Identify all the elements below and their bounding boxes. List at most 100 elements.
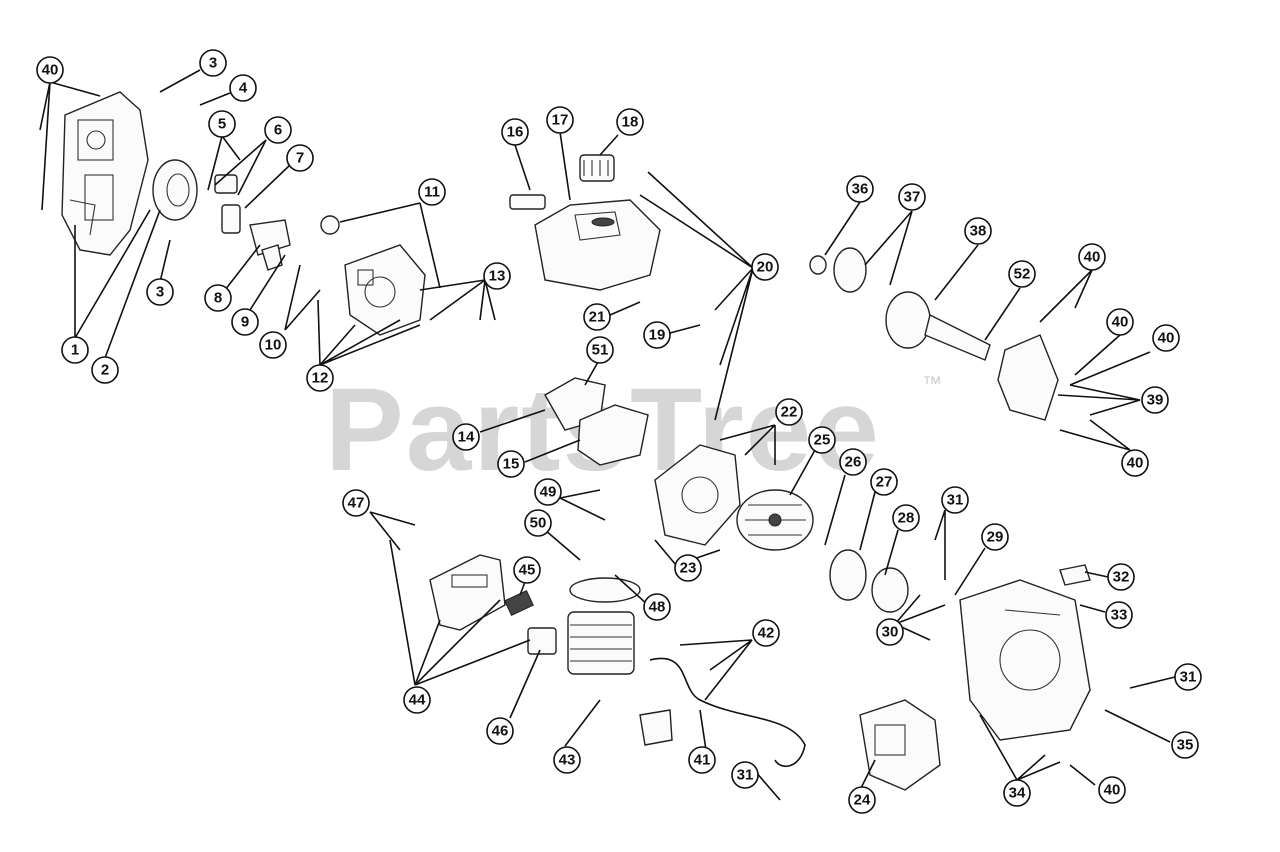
crankcase-cover-part xyxy=(654,444,741,546)
air-filter-parts xyxy=(544,377,649,466)
callout-49: 48 xyxy=(643,593,671,621)
callout-38: 38 xyxy=(964,217,992,245)
fuel-cap-part xyxy=(579,154,615,182)
svg-text:40: 40 xyxy=(1112,314,1129,331)
svg-text:8: 8 xyxy=(214,290,222,307)
callout-31-bottom: 31 xyxy=(731,761,759,789)
flywheel-part xyxy=(736,489,814,551)
svg-text:4: 4 xyxy=(239,80,248,97)
callout-41: 40 xyxy=(1106,308,1134,336)
svg-text:34: 34 xyxy=(1009,785,1026,802)
svg-text:6: 6 xyxy=(274,122,282,139)
callout-16: 16 xyxy=(501,118,529,146)
throttle-part xyxy=(152,159,198,221)
svg-text:35: 35 xyxy=(1177,737,1194,754)
svg-text:20: 20 xyxy=(757,259,774,276)
svg-text:31: 31 xyxy=(737,767,754,784)
svg-text:40: 40 xyxy=(42,62,59,79)
callout-40: 40 xyxy=(36,56,64,84)
callout-37: 37 xyxy=(898,183,926,211)
svg-text:41: 41 xyxy=(694,752,711,769)
callout-12: 12 xyxy=(306,364,334,392)
callout-31-right: 31 xyxy=(1174,663,1202,691)
svg-text:19: 19 xyxy=(649,327,666,344)
callout-42: 41 xyxy=(688,746,716,774)
cylinder-part xyxy=(567,577,641,675)
callout-11: 11 xyxy=(418,178,446,206)
callout-40-right-top: 40 xyxy=(1078,243,1106,271)
callout-17: 17 xyxy=(546,106,574,134)
callout-8: 8 xyxy=(204,284,232,312)
callout-7: 7 xyxy=(286,144,314,172)
callout-48: 47 xyxy=(342,489,370,517)
callout-32: 32 xyxy=(1107,563,1135,591)
svg-text:12: 12 xyxy=(312,370,329,387)
svg-text:11: 11 xyxy=(424,184,440,201)
clutch-drum-part xyxy=(829,549,867,601)
svg-text:40: 40 xyxy=(1158,330,1175,347)
callout-53: 52 xyxy=(1008,260,1036,288)
svg-text:31: 31 xyxy=(1180,669,1197,686)
svg-text:15: 15 xyxy=(503,456,520,473)
callout-5: 5 xyxy=(208,110,236,138)
svg-text:17: 17 xyxy=(552,112,569,129)
callout-10: 10 xyxy=(259,331,287,359)
svg-text:25: 25 xyxy=(814,432,831,449)
svg-text:3: 3 xyxy=(209,55,217,72)
parts-drawing xyxy=(61,91,1091,791)
svg-text:14: 14 xyxy=(458,429,475,446)
callout-31-top: 31 xyxy=(941,486,969,514)
callout-18: 18 xyxy=(616,108,644,136)
handle-housing-part xyxy=(61,91,149,256)
svg-text:47: 47 xyxy=(348,495,365,512)
callout-50: 49 xyxy=(534,478,562,506)
callout-15: 15 xyxy=(497,450,525,478)
svg-text:23: 23 xyxy=(680,560,697,577)
svg-text:24: 24 xyxy=(854,792,871,809)
svg-text:42: 42 xyxy=(758,625,775,642)
fuel-line-parts xyxy=(639,657,806,768)
callout-45: 44 xyxy=(403,686,431,714)
svg-text:46: 46 xyxy=(492,723,509,740)
callout-3b: 3 xyxy=(146,278,174,306)
svg-text:7: 7 xyxy=(296,150,304,167)
svg-text:18: 18 xyxy=(622,114,639,131)
svg-text:51: 51 xyxy=(592,342,609,359)
callout-40-right-low: 40 xyxy=(1121,449,1149,477)
callout-26: 26 xyxy=(839,448,867,476)
callout-43: 42 xyxy=(752,619,780,647)
svg-text:27: 27 xyxy=(876,474,893,491)
svg-text:40: 40 xyxy=(1127,455,1144,472)
callout-33: 33 xyxy=(1105,601,1133,629)
callout-21: 21 xyxy=(583,303,611,331)
svg-text:28: 28 xyxy=(898,510,915,527)
carburetor-part xyxy=(344,244,426,336)
fuel-tank-part xyxy=(534,199,661,291)
leader-lines xyxy=(39,69,1176,801)
muffler-part xyxy=(429,554,557,655)
svg-text:2: 2 xyxy=(101,362,109,379)
callout-27: 27 xyxy=(870,468,898,496)
svg-text:10: 10 xyxy=(265,337,282,354)
starter-part xyxy=(859,699,941,791)
callout-28: 28 xyxy=(892,504,920,532)
callout-44: 43 xyxy=(553,746,581,774)
fuel-tank-bracket-part xyxy=(509,194,546,210)
svg-text:22: 22 xyxy=(781,404,798,421)
svg-text:32: 32 xyxy=(1113,569,1130,586)
callout-34: 34 xyxy=(1003,779,1031,807)
small-linkage-parts xyxy=(214,174,340,271)
svg-text:30: 30 xyxy=(882,624,899,641)
callout-47: 46 xyxy=(486,717,514,745)
svg-text:1: 1 xyxy=(71,342,79,359)
svg-text:50: 50 xyxy=(530,515,547,532)
svg-text:38: 38 xyxy=(970,223,987,240)
callouts: 40 3 4 5 6 7 1 2 3 8 9 10 11 12 13 16 17… xyxy=(36,49,1202,814)
svg-text:31: 31 xyxy=(947,492,964,509)
callout-29: 29 xyxy=(981,523,1009,551)
callout-46: 45 xyxy=(513,556,541,584)
svg-text:40: 40 xyxy=(1104,782,1121,799)
callout-9: 9 xyxy=(231,308,259,336)
svg-text:33: 33 xyxy=(1111,607,1128,624)
